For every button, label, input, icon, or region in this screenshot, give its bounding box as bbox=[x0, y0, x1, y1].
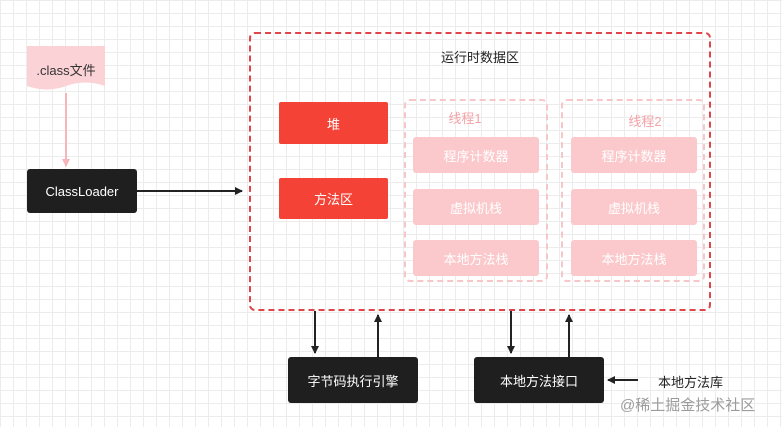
thread-1-native-method-stack-label: 本地方法栈 bbox=[443, 251, 509, 267]
class-file-node: .class文件 bbox=[27, 46, 105, 93]
thread-1-group bbox=[404, 99, 548, 282]
heap-label: 堆 bbox=[326, 116, 340, 132]
thread-2-title: 线程2 bbox=[628, 113, 662, 129]
thread-1-native-method-stack: 本地方法栈 bbox=[413, 240, 539, 276]
document-shape-icon bbox=[27, 46, 105, 90]
watermark-text: @稀土掘金技术社区 bbox=[620, 397, 756, 414]
thread-1-title: 线程1 bbox=[448, 110, 482, 126]
classloader-label: ClassLoader bbox=[45, 183, 119, 199]
thread-2-vm-stack-label: 虚拟机栈 bbox=[607, 200, 660, 216]
execution-engine-label: 字节码执行引擎 bbox=[307, 373, 399, 389]
method-area-label: 方法区 bbox=[313, 192, 353, 207]
thread-1-vm-stack-label: 虚拟机栈 bbox=[449, 200, 502, 216]
thread-1-program-counter-label: 程序计数器 bbox=[443, 148, 509, 164]
native-library-label: 本地方法库 bbox=[658, 375, 724, 390]
thread-2-group bbox=[561, 99, 705, 282]
classloader-node: ClassLoader bbox=[27, 169, 137, 213]
runtime-data-area bbox=[249, 32, 711, 311]
heap-node: 堆 bbox=[279, 102, 388, 144]
thread-2-program-counter: 程序计数器 bbox=[571, 137, 697, 173]
execution-engine-node: 字节码执行引擎 bbox=[288, 357, 418, 403]
thread-2-program-counter-label: 程序计数器 bbox=[601, 148, 667, 164]
thread-1-program-counter: 程序计数器 bbox=[413, 137, 539, 173]
thread-2-native-method-stack-label: 本地方法栈 bbox=[601, 251, 667, 267]
class-file-label: .class文件 bbox=[36, 63, 96, 78]
runtime-data-area-title: 运行时数据区 bbox=[440, 50, 519, 65]
method-area-node: 方法区 bbox=[279, 178, 388, 219]
native-interface-label: 本地方法接口 bbox=[499, 373, 578, 389]
thread-2-native-method-stack: 本地方法栈 bbox=[571, 240, 697, 276]
thread-2-vm-stack: 虚拟机栈 bbox=[571, 189, 697, 225]
thread-1-vm-stack: 虚拟机栈 bbox=[413, 189, 539, 225]
native-interface-node: 本地方法接口 bbox=[474, 357, 604, 403]
